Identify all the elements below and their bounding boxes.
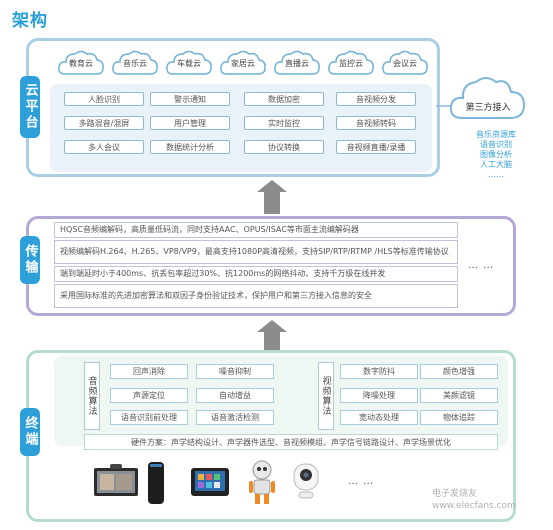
video-algorithm-item: 美颜滤镜 bbox=[420, 388, 498, 403]
transmission-row: 采用国际标准的先进加密算法和双因子身份验证技术，保护用户和第三方接入信息的安全 bbox=[54, 284, 458, 308]
video-algorithm-item: 物体追踪 bbox=[420, 410, 498, 425]
transmission-tag: 传输 bbox=[20, 236, 40, 284]
video-algorithm-item: 颜色增强 bbox=[420, 364, 498, 379]
cloud-tab-label: 家居云 bbox=[231, 59, 255, 68]
cloud-icon bbox=[274, 50, 320, 75]
cloud-feature: 音视频转码 bbox=[336, 116, 416, 130]
cloud-tab: 教育云 bbox=[56, 48, 106, 76]
cloud-feature: 警示通知 bbox=[150, 92, 230, 106]
up-arrow-shaft bbox=[264, 192, 280, 214]
terminal-ellipsis: … … bbox=[348, 476, 375, 487]
cloud-feature: 人脸识别 bbox=[64, 92, 144, 106]
cloud-feature: 音视频直播/录播 bbox=[336, 140, 416, 154]
audio-algorithm-item: 回声消除 bbox=[110, 364, 188, 379]
third-party-list: 音乐资源库 语音识别 图像分析 人工大脑 …… bbox=[460, 130, 532, 180]
video-conference-terminal-icon bbox=[92, 462, 140, 502]
cloud-tab-label: 会议云 bbox=[393, 59, 417, 68]
third-party-item: …… bbox=[488, 170, 504, 179]
cloud-platform-tag: 云平台 bbox=[20, 76, 40, 138]
cloud-tab: 会议云 bbox=[380, 48, 430, 76]
cloud-tab-label: 车载云 bbox=[177, 59, 201, 68]
up-arrow-shaft bbox=[264, 332, 280, 350]
third-party-item: 图像分析 bbox=[480, 150, 512, 159]
up-arrow-head bbox=[257, 180, 287, 192]
video-algorithm-item: 数字防抖 bbox=[340, 364, 418, 379]
cloud-icon bbox=[382, 50, 428, 75]
cloud-tab: 音乐云 bbox=[110, 48, 160, 76]
third-party-label: 第三方接入 bbox=[465, 103, 511, 113]
video-algorithm-label: 视频算法 bbox=[318, 362, 334, 430]
cloud-tab-label: 音乐云 bbox=[123, 59, 147, 68]
transmission-ellipsis: … … bbox=[468, 260, 495, 271]
cloud-icon bbox=[166, 50, 212, 75]
audio-algorithm-item: 噪音抑制 bbox=[196, 364, 274, 379]
video-algorithm-item: 宽动态处理 bbox=[340, 410, 418, 425]
cloud-feature: 协议转换 bbox=[244, 140, 324, 154]
third-party-item: 音乐资源库 bbox=[476, 130, 516, 139]
terminal-tag: 终端 bbox=[20, 408, 40, 456]
cloud-feature: 多人会议 bbox=[64, 140, 144, 154]
cloud-tab: 监控云 bbox=[326, 48, 376, 76]
transmission-row: 视频编解码H.264、H.265、VP8/VP9，最高支持1080P高清视频，支… bbox=[54, 240, 458, 264]
cloud-tab-label: 监控云 bbox=[339, 59, 363, 68]
cloud-icon bbox=[112, 50, 158, 75]
diagram-title: 架构 bbox=[12, 11, 48, 31]
watermark: 电子发烧友 www.elecfans.com bbox=[432, 489, 516, 511]
third-party-cloud-icon bbox=[449, 77, 526, 119]
cloud-tab: 车载云 bbox=[164, 48, 214, 76]
cloud-tab-label: 直播云 bbox=[285, 59, 309, 68]
video-algorithm-item: 降噪处理 bbox=[340, 388, 418, 403]
cloud-tab-label: 教育云 bbox=[69, 59, 93, 68]
audio-algorithm-item: 语音激活检测 bbox=[196, 410, 274, 425]
cloud-feature: 音视频分发 bbox=[336, 92, 416, 106]
hardware-solution-bar: 硬件方案：声学结构设计、声学器件选型、音视频模组、声学信号链路设计、声学场景优化 bbox=[84, 434, 498, 450]
car-head-unit-icon bbox=[190, 466, 230, 498]
audio-algorithm-item: 声源定位 bbox=[110, 388, 188, 403]
third-party-item: 人工大脑 bbox=[480, 160, 512, 169]
cloud-tab: 家居云 bbox=[218, 48, 268, 76]
cloud-icon bbox=[58, 50, 104, 75]
audio-algorithm-item: 自动增益 bbox=[196, 388, 274, 403]
transmission-row: 端到端延时小于400ms、抗丢包率超过30%、抗1200ms的网络抖动、支持千万… bbox=[54, 266, 458, 282]
cloud-tab: 直播云 bbox=[272, 48, 322, 76]
cloud-icon bbox=[328, 50, 374, 75]
up-arrow-head bbox=[257, 320, 287, 332]
ip-camera-icon bbox=[290, 462, 322, 502]
third-party-item: 语音识别 bbox=[480, 140, 512, 149]
cloud-feature: 数据加密 bbox=[244, 92, 324, 106]
smart-speaker-icon bbox=[146, 460, 166, 506]
cloud-feature: 实时监控 bbox=[244, 116, 324, 130]
cloud-feature: 多路混音/混屏 bbox=[64, 116, 144, 130]
audio-algorithm-label: 音频算法 bbox=[84, 362, 100, 430]
transmission-row: HQSC音频编解码，高质量低码流，同时支持AAC、OPUS/ISAC等市面主流编… bbox=[54, 222, 458, 238]
third-party-connector bbox=[436, 105, 452, 107]
audio-algorithm-item: 语音识别前处理 bbox=[110, 410, 188, 425]
cloud-feature: 数据统计分析 bbox=[150, 140, 230, 154]
cloud-icon bbox=[220, 50, 266, 75]
cloud-feature: 用户管理 bbox=[150, 116, 230, 130]
robot-icon bbox=[246, 460, 278, 506]
